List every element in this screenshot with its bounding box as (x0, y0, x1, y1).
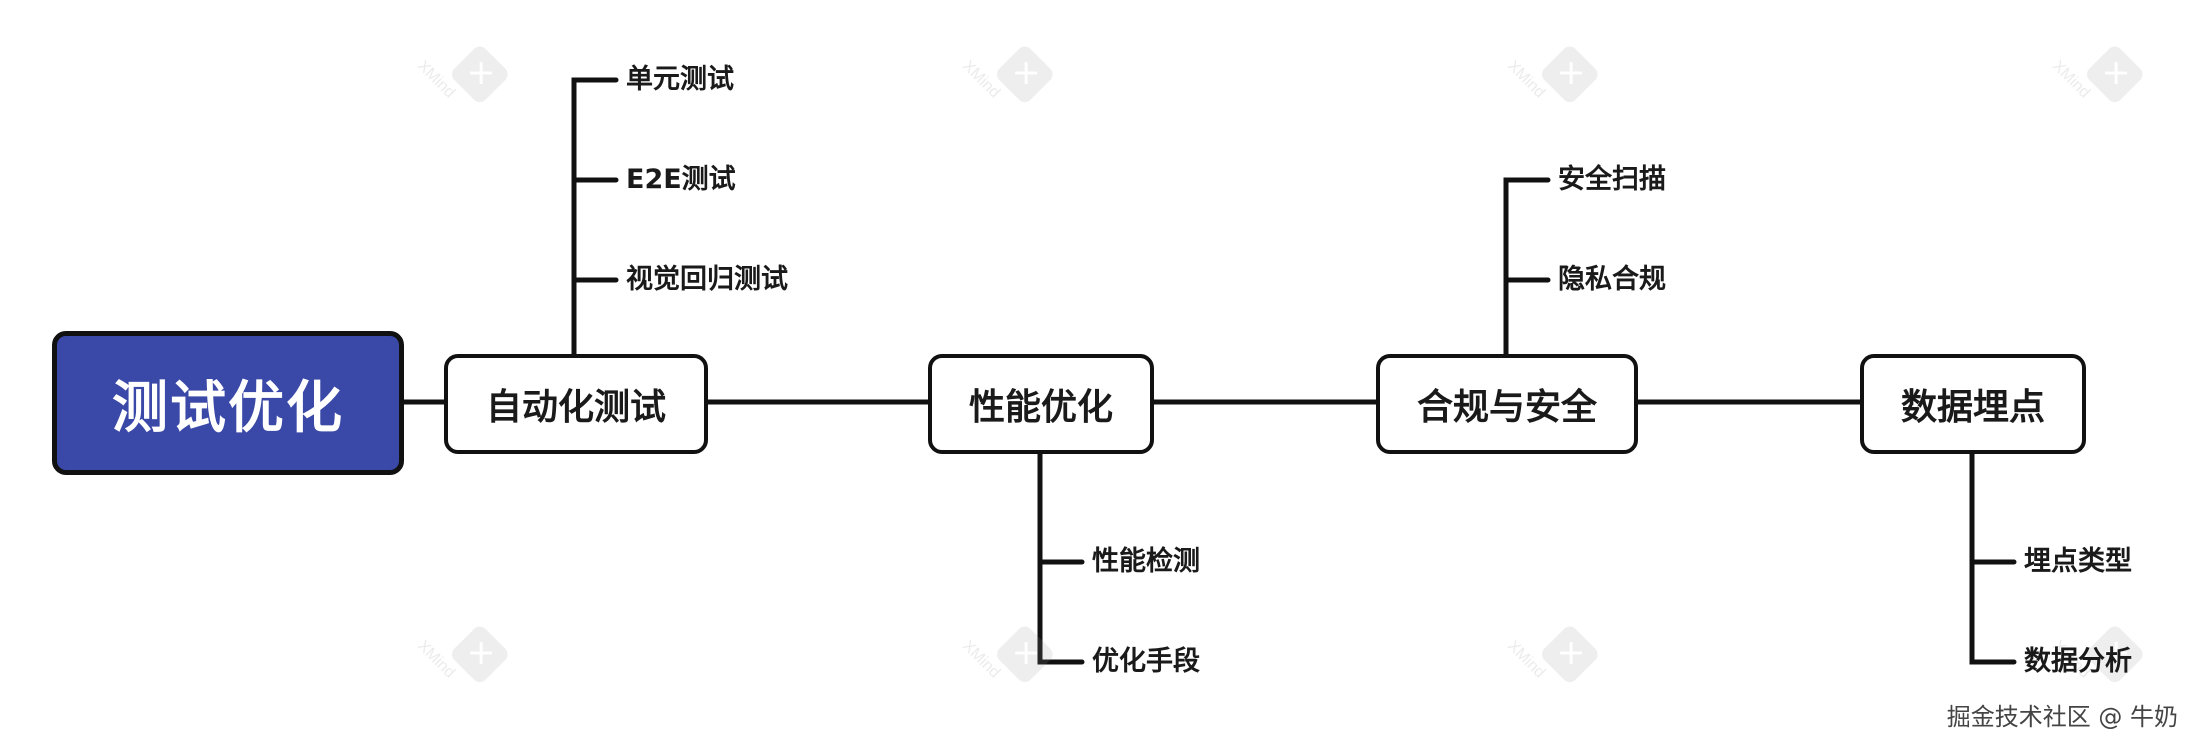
main-topic-compliance-security[interactable]: 合规与安全 (1376, 354, 1638, 454)
watermark-text: XMind (1504, 637, 1549, 682)
subtopic-privacy-compliance[interactable]: 隐私合规 (1558, 264, 1666, 295)
watermark-text: XMind (959, 57, 1004, 102)
subtopic-data-analysis[interactable]: 数据分析 (2024, 646, 2132, 677)
central-topic[interactable]: 测试优化 (52, 331, 404, 475)
subtopic-performance-detection[interactable]: 性能检测 (1092, 546, 1200, 577)
watermark-text: XMind (414, 637, 459, 682)
connector-track-children (1969, 451, 2017, 665)
main-topic-automation-testing[interactable]: 自动化测试 (444, 354, 708, 454)
subtopic-optimization-methods[interactable]: 优化手段 (1092, 646, 1200, 677)
watermark-text: XMind (414, 57, 459, 102)
subtopic-e2e-test[interactable]: E2E测试 (626, 164, 736, 195)
subtopic-unit-test[interactable]: 单元测试 (626, 64, 734, 95)
watermark-text: XMind (1504, 57, 1549, 102)
connector-auto-children (571, 77, 619, 357)
watermark-text: XMind (959, 637, 1004, 682)
connector-comp-children (1503, 177, 1551, 357)
watermark-text: XMind (2049, 57, 2094, 102)
main-topic-data-tracking[interactable]: 数据埋点 (1860, 354, 2086, 454)
subtopic-tracking-types[interactable]: 埋点类型 (2024, 546, 2132, 577)
credit-text: 掘金技术社区 @ 牛奶 (1946, 703, 2178, 731)
main-topic-performance[interactable]: 性能优化 (928, 354, 1154, 454)
connector-perf-children (1037, 451, 1085, 665)
subtopic-security-scan[interactable]: 安全扫描 (1558, 164, 1666, 195)
subtopic-visual-regression-test[interactable]: 视觉回归测试 (626, 264, 788, 295)
